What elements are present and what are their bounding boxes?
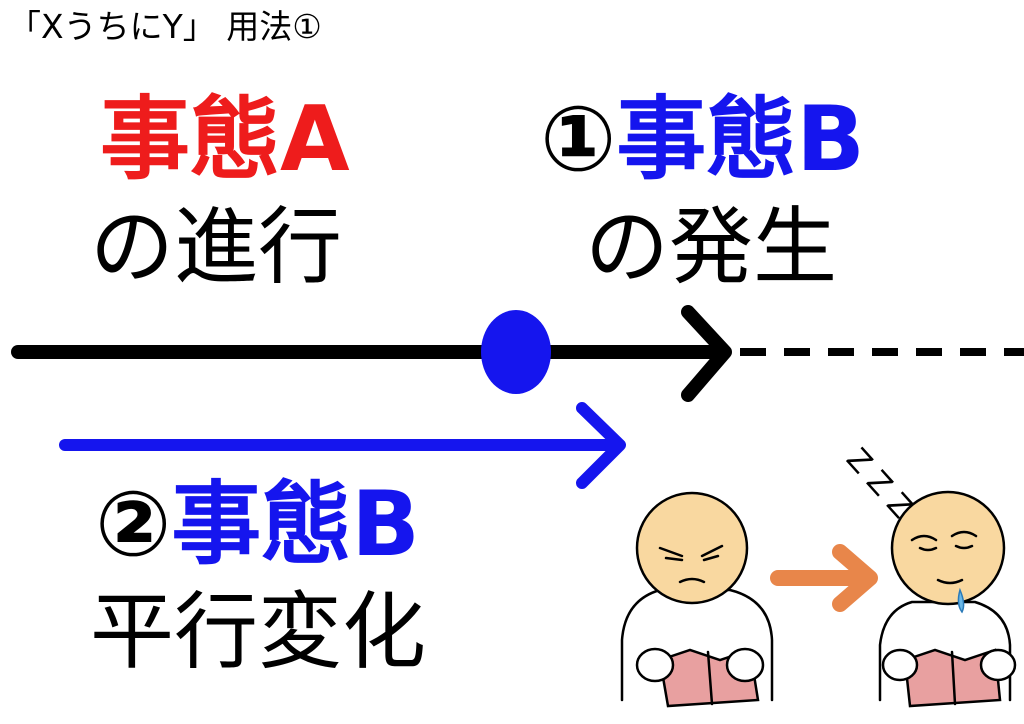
- event-b2-label: ②事態B: [95, 480, 420, 570]
- event-b1-marker: ①: [540, 87, 617, 192]
- event-b2-name: 事態B: [171, 472, 420, 577]
- event-b2-marker: ②: [95, 472, 172, 577]
- event-b1-name: 事態B: [616, 87, 865, 192]
- event-b1-description: の発生: [585, 198, 838, 296]
- person-reading-awake: [620, 491, 774, 708]
- transition-arrow: [770, 544, 878, 612]
- event-b1-label: ①事態B: [540, 95, 865, 185]
- parallel-change-arrow: [59, 402, 626, 489]
- event-a-description: の進行: [90, 198, 343, 296]
- timeline-arrow: [11, 305, 732, 402]
- person-reading-asleep: [878, 490, 1017, 708]
- event-b2-description: 平行変化: [90, 583, 427, 681]
- event-a-name: 事態A: [100, 87, 350, 192]
- diagram-header: 「XうちにY」 用法①: [8, 7, 322, 46]
- event-a-label: 事態A: [100, 95, 350, 185]
- event-b1-point: [481, 310, 551, 394]
